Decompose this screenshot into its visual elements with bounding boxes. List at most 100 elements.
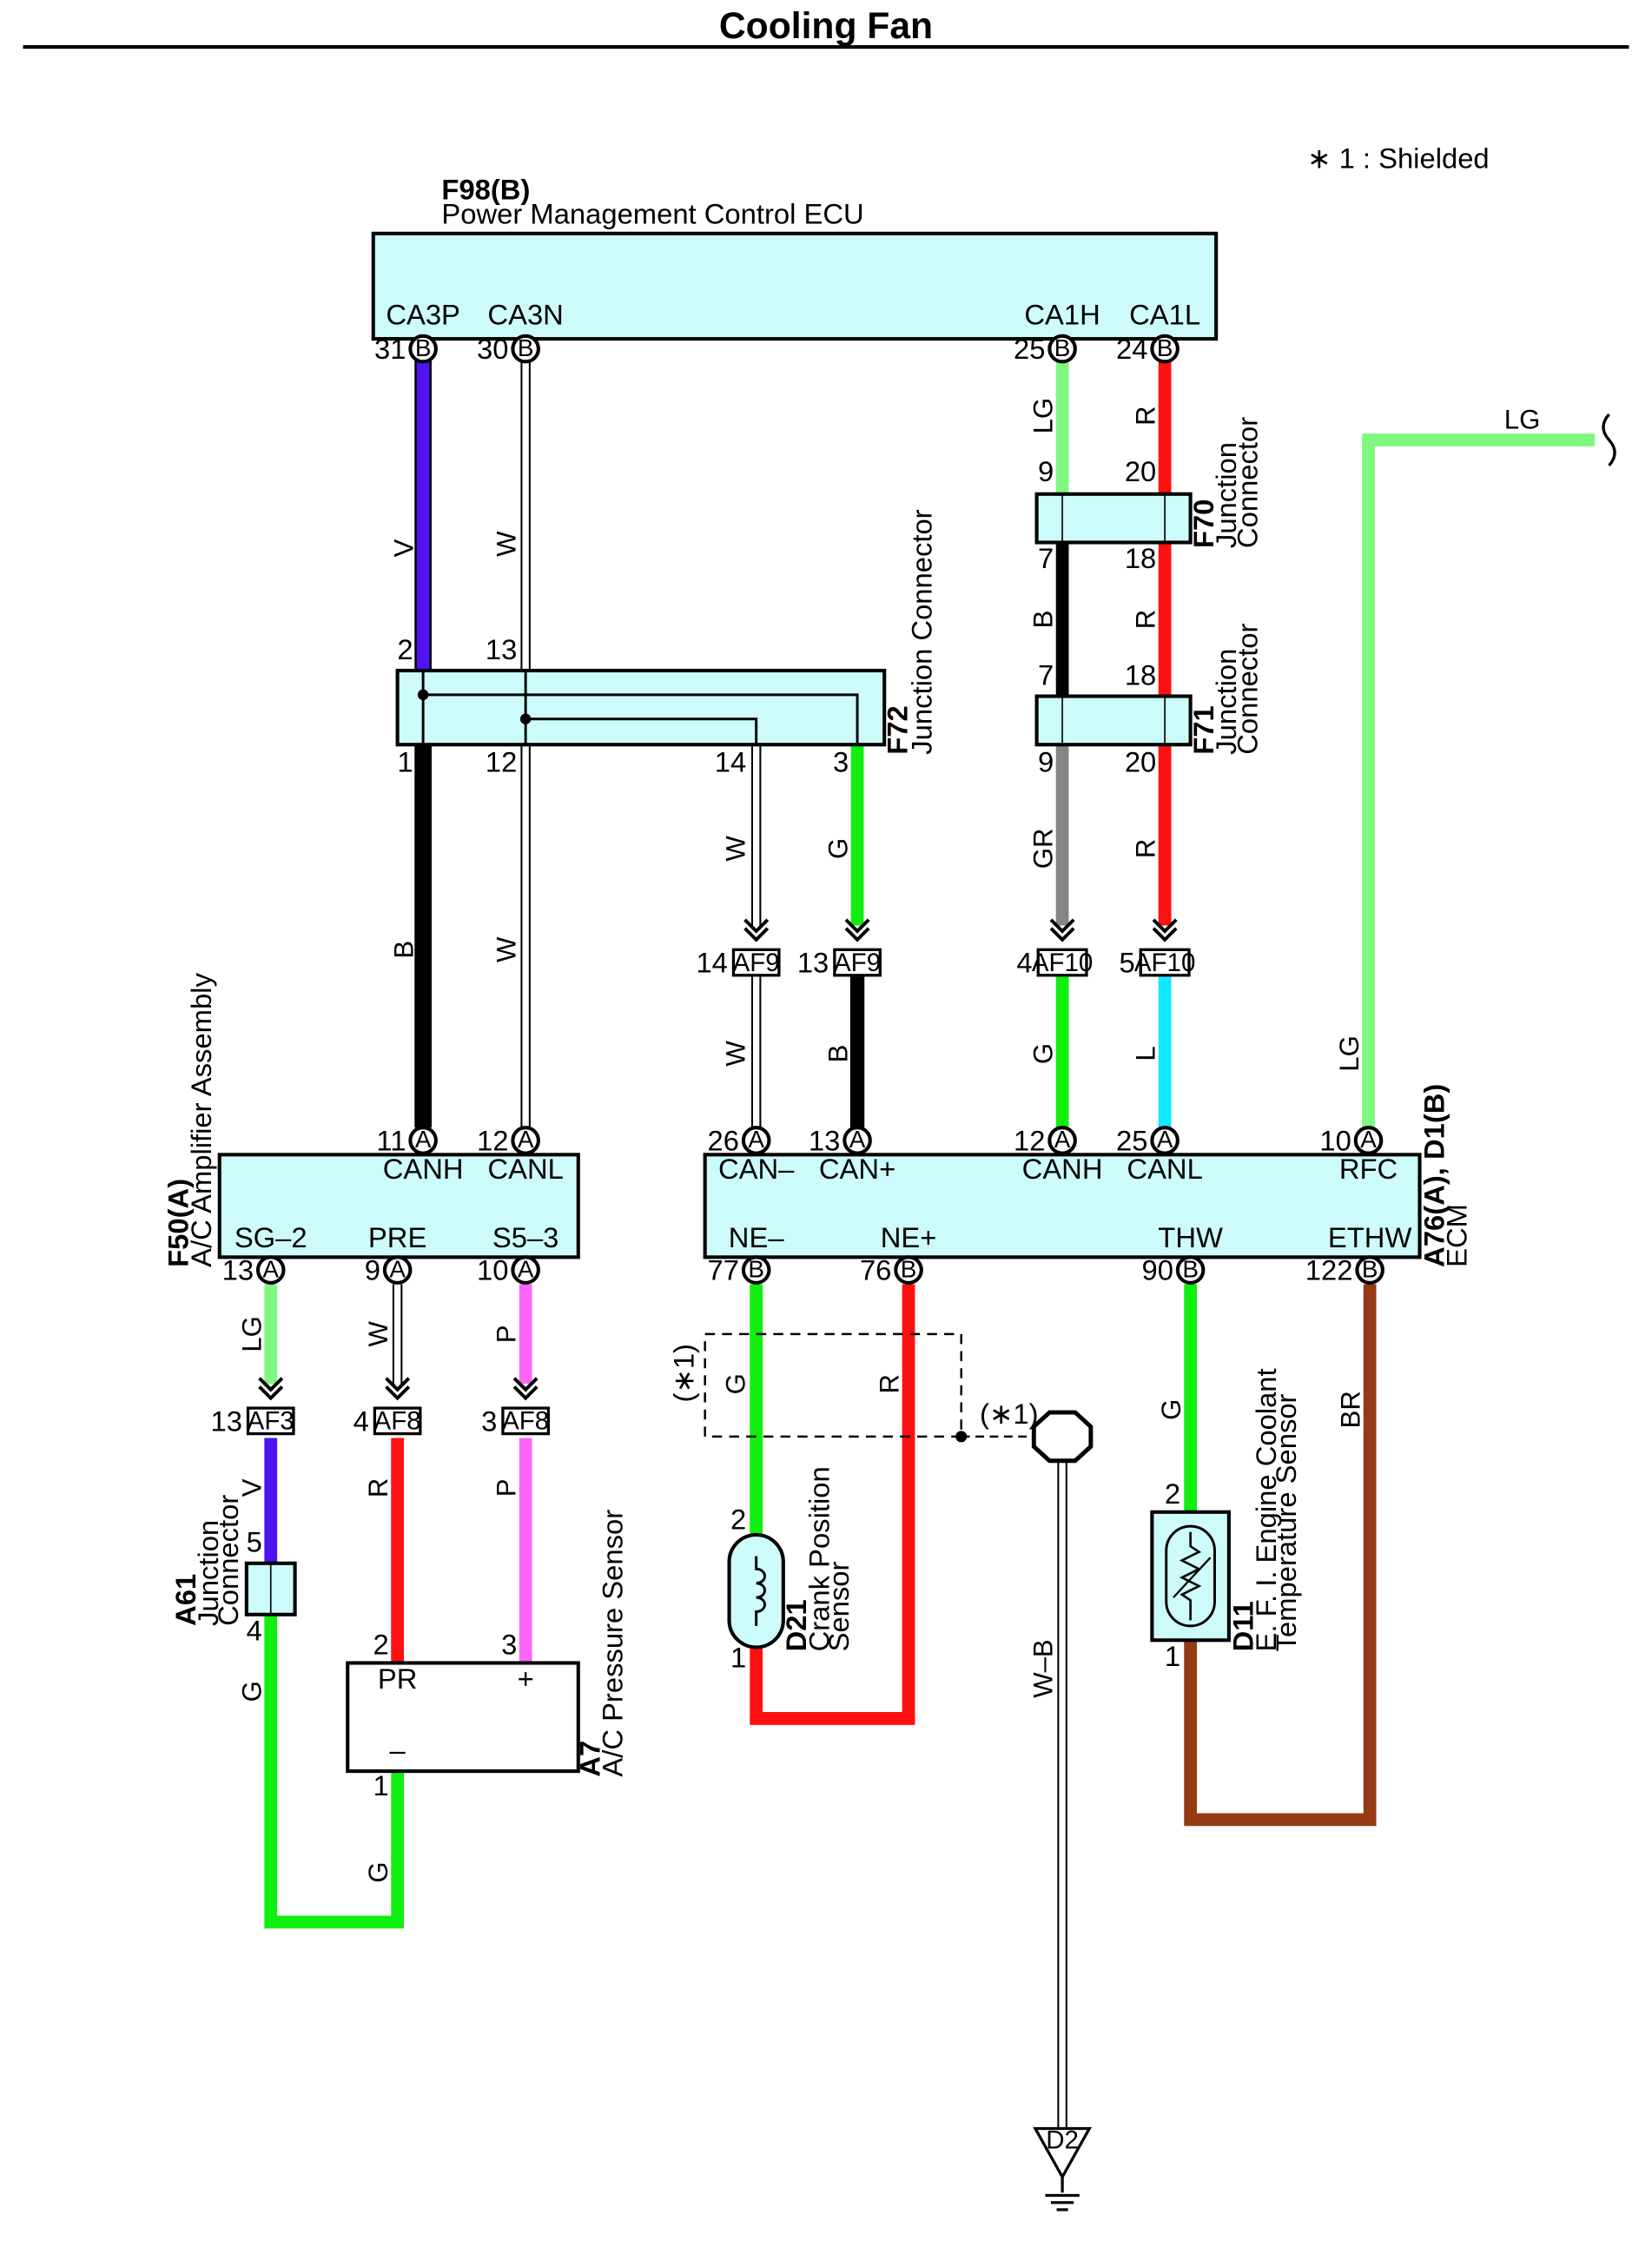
f50-pin-number: 12 <box>477 1124 508 1156</box>
d11-name-2: Temperature Sensor <box>1270 1393 1302 1651</box>
a61-pin-4: 4 <box>247 1614 262 1646</box>
a76-pin-cavity: B <box>1182 1255 1199 1282</box>
wire-label-w-af9: W <box>721 836 751 862</box>
a76-pin-cavity: A <box>1054 1126 1071 1153</box>
a61-id: A61 <box>169 1574 202 1626</box>
f98-name: Power Management Control ECU <box>441 197 863 229</box>
a76-pin-cavity: A <box>748 1126 764 1153</box>
a76-pin-signal: CANH <box>1022 1153 1103 1185</box>
wire-label-b-left: B <box>389 941 420 959</box>
f50-pin-number: 10 <box>477 1254 508 1286</box>
wire-label-r-ne: R <box>875 1374 905 1393</box>
inline-connector-pin: 3 <box>481 1405 497 1437</box>
f98-pin-cavity: B <box>1054 334 1071 361</box>
f70-pin-20: 20 <box>1125 455 1156 487</box>
f72-pin-2: 2 <box>397 633 413 665</box>
f50-id: F50(A) <box>162 1179 195 1267</box>
wire-red-ne-plus <box>750 1284 915 1725</box>
wire-label-w-left: W <box>492 936 522 962</box>
wire-label-g-ne: G <box>721 1373 751 1394</box>
f98-ecu-box <box>371 231 1219 341</box>
f50-pin-cavity: A <box>262 1255 279 1282</box>
a76-pin-cavity: A <box>1360 1126 1377 1153</box>
inline-connector-id: AF9 <box>834 949 881 977</box>
inline-connector-pin: 13 <box>211 1405 242 1437</box>
f50-pin-number: 11 <box>376 1124 406 1156</box>
a7-signal-pr: PR <box>378 1663 418 1695</box>
ecm-id: A76(A), D1(B) <box>1417 1084 1450 1267</box>
f72-id: F72 <box>881 705 913 754</box>
d21-id: D21 <box>780 1599 812 1651</box>
wire-label-w-pre: W <box>363 1321 393 1347</box>
wire-label-r-af10: R <box>1131 839 1161 858</box>
f50-pin-signal: SG–2 <box>235 1221 307 1253</box>
f70-name-2: Connector <box>1232 417 1264 548</box>
f98-pin-signal: CA3N <box>487 299 563 331</box>
ecm-box <box>703 1153 1422 1259</box>
wire-label-r-mid: R <box>1131 610 1161 629</box>
shield-box <box>704 1332 962 1438</box>
a76-pin-signal: NE+ <box>881 1221 937 1253</box>
f72-pin-14: 14 <box>715 745 746 777</box>
a76-pin-number: 77 <box>708 1254 739 1286</box>
wire-label-b-ecm: B <box>823 1045 854 1063</box>
a76-pin-cavity: A <box>1157 1126 1173 1153</box>
wire-label-lg-sg2: LG <box>236 1316 267 1352</box>
a61-name-1: Junction <box>192 1520 224 1626</box>
a76-pin-cavity: B <box>748 1255 764 1282</box>
inline-connector-id: AF3 <box>248 1407 294 1436</box>
ground-d2-symbol <box>1033 2126 1093 2211</box>
f98-pin-number: 31 <box>374 333 406 365</box>
a7-pin-2: 2 <box>373 1629 389 1661</box>
wire-label-g-a61: G <box>236 1681 267 1702</box>
f98-pin-cavity: B <box>1157 334 1173 361</box>
wire-label-w-top: W <box>492 531 522 557</box>
f50-pin-cavity: A <box>415 1126 432 1153</box>
d11-id: D11 <box>1227 1601 1259 1651</box>
f70-name-1: Junction <box>1210 442 1242 548</box>
a76-pin-number: 26 <box>708 1124 739 1156</box>
a7-pressure-sensor-box <box>346 1661 580 1774</box>
crank-sensor-symbol <box>727 1532 785 1649</box>
inline-connector-id: AF8 <box>502 1407 549 1436</box>
f70-pin-7: 7 <box>1038 542 1054 574</box>
a7-pin-3: 3 <box>501 1629 517 1661</box>
f98-pin-number: 30 <box>477 333 508 365</box>
wire-green-a61-a7 <box>264 1614 404 1929</box>
inline-connector-pin: 4 <box>354 1405 369 1437</box>
f98-pin-number: 24 <box>1116 333 1147 365</box>
wire-label-g-thw: G <box>1156 1399 1186 1420</box>
f98-pin-signal: CA1L <box>1129 299 1200 331</box>
a76-pin-signal: CANL <box>1127 1153 1202 1185</box>
f50-pin-signal: CANH <box>383 1153 464 1185</box>
a76-pin-signal: CAN+ <box>819 1153 895 1185</box>
wire-label-v-a61: V <box>236 1478 267 1497</box>
f71-pin-20: 20 <box>1125 745 1156 777</box>
shield-ref-right: (∗1) <box>980 1398 1039 1430</box>
a7-id: A7 <box>573 1741 605 1777</box>
wire-label-b-mid: B <box>1028 611 1059 629</box>
d21-name-2: Sensor <box>823 1561 855 1651</box>
a7-pin-1: 1 <box>373 1769 389 1801</box>
f50-pin-signal: CANL <box>487 1153 563 1185</box>
a61-name-2: Connector <box>212 1495 244 1626</box>
d21-pin-1: 1 <box>730 1641 746 1673</box>
inline-connector-pin: 4 <box>1016 947 1032 979</box>
a76-pin-number: 13 <box>809 1124 840 1156</box>
wire-label-p-plus: P <box>492 1479 522 1497</box>
f50-pin-cavity: A <box>518 1255 534 1282</box>
wire-brown-ethw <box>1184 1284 1377 1827</box>
